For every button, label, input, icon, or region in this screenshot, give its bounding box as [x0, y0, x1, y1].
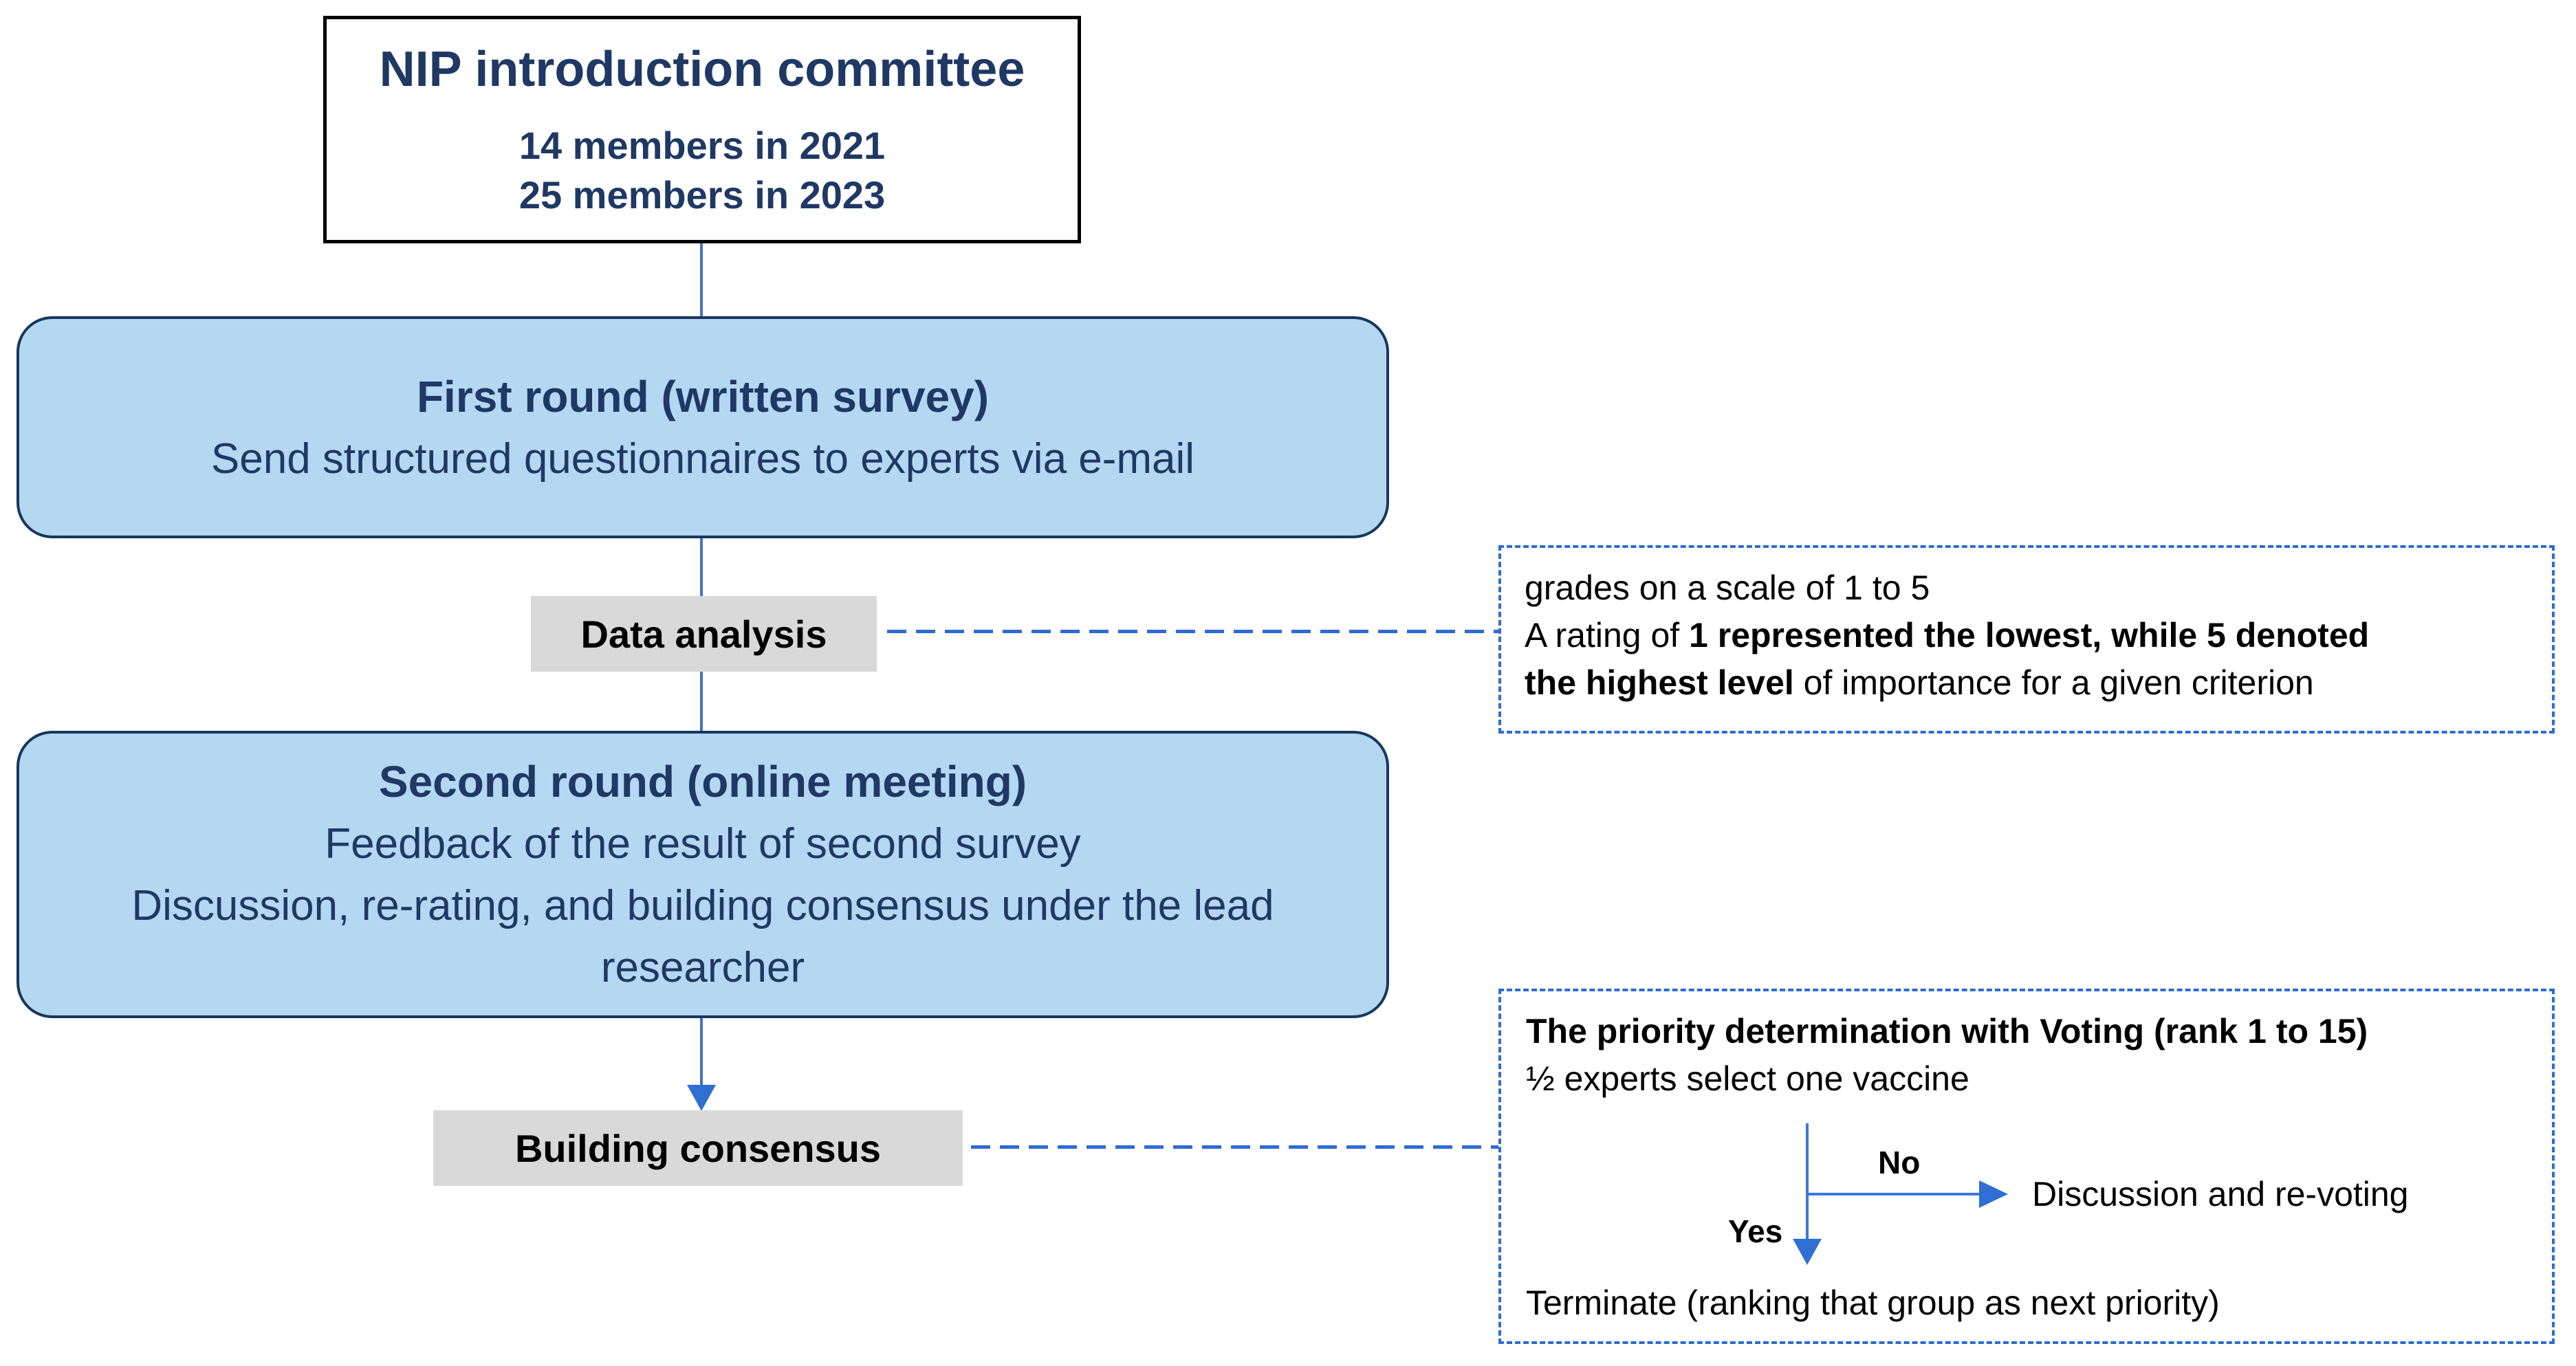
connector-round1-to-data-analysis: [700, 538, 703, 596]
voting-no-label: No: [1878, 1145, 1921, 1180]
round2-box: Second round (online meeting) Feedback o…: [17, 731, 1389, 1018]
voting-note-subtitle: ½ experts select one vaccine: [1526, 1059, 1969, 1098]
building-consensus-label: Building consensus: [433, 1110, 963, 1186]
voting-note-box: The priority determination with Voting (…: [1498, 989, 2555, 1344]
round2-line-feedback: Feedback of the result of second survey: [325, 820, 1081, 868]
voting-no-branch-line: [1807, 1193, 1979, 1196]
committee-members: 14 members in 2021 25 members in 2023: [327, 121, 1078, 220]
round1-box: First round (written survey) Send struct…: [17, 316, 1389, 538]
committee-members-2021: 14 members in 2021: [519, 124, 886, 167]
voting-yes-branch-text: Terminate (ranking that group as next pr…: [1526, 1284, 2220, 1322]
grading-note-box: grades on a scale of 1 to 5 A rating of …: [1498, 545, 2555, 734]
round2-line-researcher: researcher: [600, 944, 805, 991]
arrow-round2-to-consensus-shaft: [700, 1018, 703, 1087]
committee-members-2023: 25 members in 2023: [519, 173, 886, 217]
connector-committee-to-round1: [700, 243, 703, 316]
voting-no-branch-text: Discussion and re-voting: [2032, 1175, 2409, 1213]
grading-note-line-2: A rating of 1 represented the lowest, wh…: [1525, 616, 2370, 654]
committee-title: NIP introduction committee: [379, 42, 1025, 97]
round2-line-discussion: Discussion, re-rating, and building cons…: [131, 882, 1274, 929]
grading-note-line-3: the highest level of importance for a gi…: [1525, 663, 2314, 702]
data-analysis-label: Data analysis: [531, 596, 877, 672]
voting-yes-label: Yes: [1728, 1213, 1783, 1249]
dashed-connector-grading: [887, 630, 1498, 633]
voting-vertical-line: [1806, 1123, 1809, 1240]
dashed-connector-voting: [971, 1145, 1498, 1149]
round1-body: Send structured questionnaires to expert…: [210, 434, 1195, 483]
round1-title: First round (written survey): [416, 371, 990, 421]
connector-data-analysis-to-round2: [700, 672, 703, 731]
voting-note-title: The priority determination with Voting (…: [1526, 1012, 2368, 1050]
voting-yes-arrow-head: [1793, 1239, 1822, 1265]
grading-note-line-1: grades on a scale of 1 to 5: [1525, 569, 1930, 607]
voting-no-arrow-head: [1979, 1180, 2008, 1208]
arrow-round2-to-consensus-head: [687, 1085, 716, 1111]
round2-title: Second round (online meeting): [378, 757, 1027, 806]
committee-box: NIP introduction committee 14 members in…: [323, 16, 1081, 243]
